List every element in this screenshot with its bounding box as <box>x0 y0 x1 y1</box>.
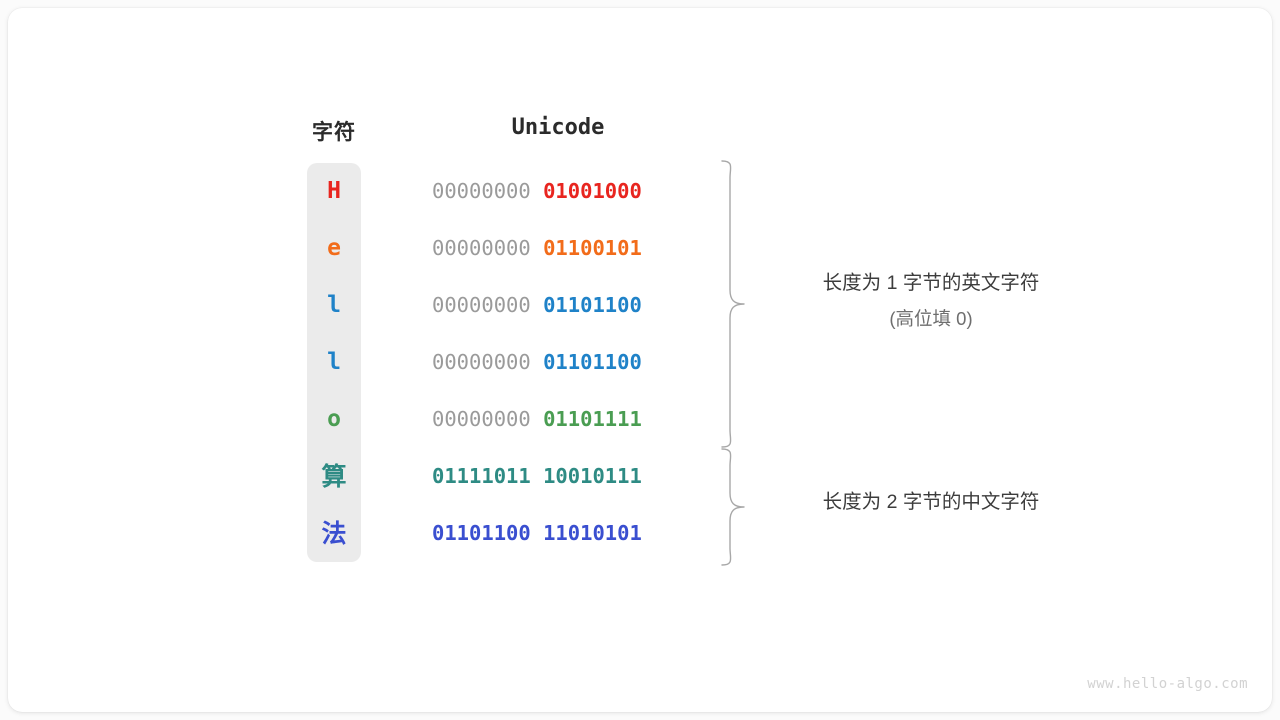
character-cell: o <box>327 406 341 432</box>
annotation-chinese: 长度为 2 字节的中文字符 <box>776 484 1086 520</box>
character-column-background <box>307 163 361 562</box>
binary-high-byte: 00000000 <box>432 293 531 317</box>
binary-low-byte: 10010111 <box>543 464 642 488</box>
binary-low-byte: 01100101 <box>543 236 642 260</box>
binary-row: 00000000 01001000 <box>432 163 684 220</box>
binary-low-byte: 01001000 <box>543 179 642 203</box>
binary-low-byte: 01101100 <box>543 293 642 317</box>
binary-high-byte: 00000000 <box>432 179 531 203</box>
diagram-card <box>8 8 1272 712</box>
binary-low-byte: 11010101 <box>543 521 642 545</box>
binary-row: 00000000 01100101 <box>432 220 684 277</box>
binary-row: 01111011 10010111 <box>432 448 684 505</box>
brace-chinese <box>721 448 745 566</box>
binary-high-byte: 01111011 <box>432 464 531 488</box>
character-cell: l <box>327 349 341 375</box>
binary-high-byte: 00000000 <box>432 350 531 374</box>
annotation-ascii: 长度为 1 字节的英文字符 (高位填 0) <box>776 265 1086 337</box>
annotation-chinese-main: 长度为 2 字节的中文字符 <box>822 491 1040 513</box>
character-cell: e <box>327 235 341 261</box>
binary-row: 00000000 01101100 <box>432 334 684 391</box>
character-cell: 算 <box>321 462 347 491</box>
binary-high-byte: 00000000 <box>432 407 531 431</box>
character-cell: H <box>327 178 341 204</box>
character-cell: 法 <box>321 519 347 548</box>
binary-low-byte: 01101111 <box>543 407 642 431</box>
column-header-character: 字符 <box>312 121 356 144</box>
watermark: www.hello-algo.com <box>1087 676 1248 692</box>
binary-row: 00000000 01101111 <box>432 391 684 448</box>
binary-row: 00000000 01101100 <box>432 277 684 334</box>
binary-high-byte: 01101100 <box>432 521 531 545</box>
column-header-unicode: Unicode <box>511 115 605 140</box>
binary-row: 01101100 11010101 <box>432 505 684 562</box>
binary-low-byte: 01101100 <box>543 350 642 374</box>
brace-ascii <box>721 160 745 448</box>
annotation-ascii-sub: (高位填 0) <box>889 308 973 329</box>
annotation-ascii-main: 长度为 1 字节的英文字符 <box>822 272 1040 294</box>
character-cell: l <box>327 292 341 318</box>
binary-high-byte: 00000000 <box>432 236 531 260</box>
